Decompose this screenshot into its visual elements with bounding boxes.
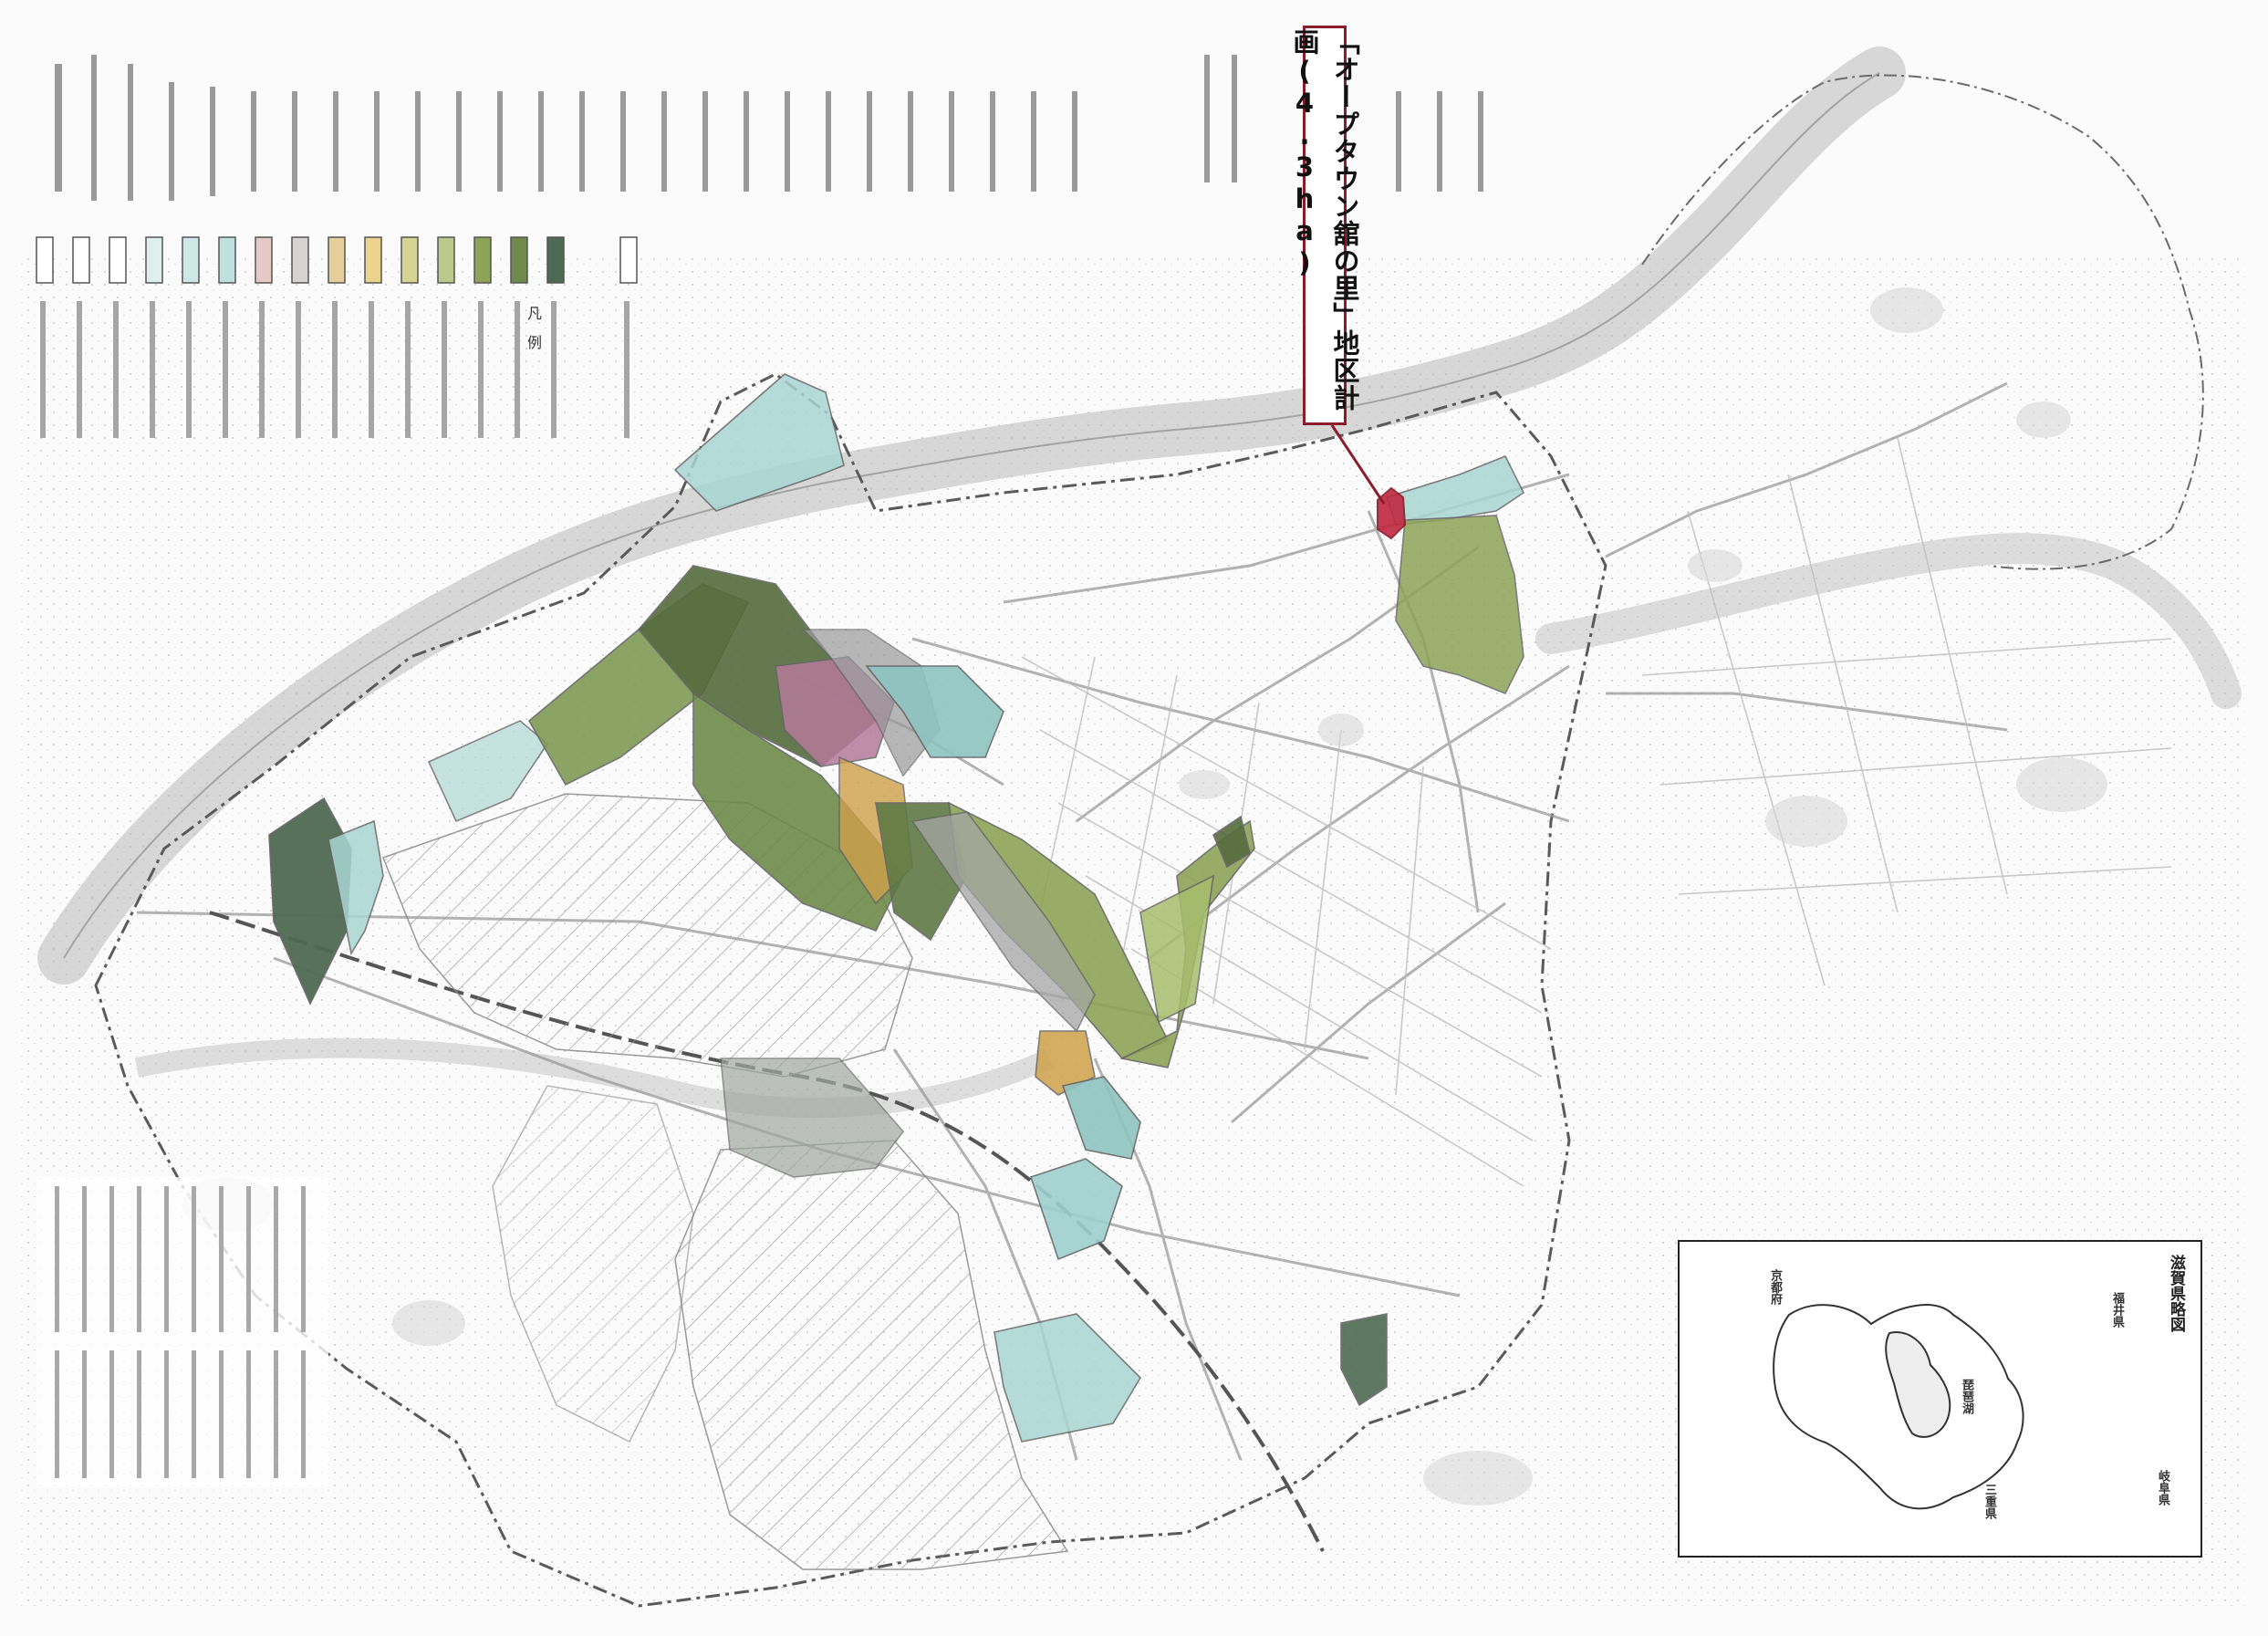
zone-general-east — [910, 811, 1096, 1033]
inset-label-kyoto: 京都府 — [1768, 1269, 1782, 1305]
inset-title: 滋賀県略図 — [2167, 1255, 2185, 1332]
zone-industrial-north — [673, 373, 845, 512]
highlight-district — [1377, 486, 1407, 540]
zone-residential-east-3 — [1139, 874, 1215, 1024]
district-callout-label: 「オープタウン舘の里」地区計画(4.3ha) — [1289, 26, 1360, 425]
zone-residential-south-dark — [1340, 1313, 1388, 1407]
legend-title: 凡 例 — [525, 306, 542, 349]
railway — [209, 911, 1325, 1552]
inset-label-lake: 琵琶湖 — [1960, 1379, 1973, 1414]
legend-label-columns — [40, 301, 629, 438]
legend-panel — [36, 55, 1483, 438]
zoning-areas — [268, 373, 1525, 1443]
inset-map: 滋賀県略図 福井県 京都府 岐阜県 三重県 琵琶湖 — [1678, 1240, 2202, 1558]
zone-industrial-south-2 — [1029, 1158, 1123, 1261]
road-network-grid — [1021, 437, 2172, 1187]
legend-text-columns — [55, 55, 1483, 201]
zone-industrial-south-3 — [994, 1313, 1142, 1443]
zone-industrial-south-1 — [1061, 1076, 1141, 1160]
hatched-area-southwest — [492, 1085, 694, 1443]
zone-residential-northeast — [1395, 515, 1524, 695]
river-east — [1535, 533, 2242, 709]
river-south — [134, 1037, 1054, 1119]
inset-label-mie: 三重県 — [1982, 1484, 1996, 1519]
legend-swatches — [36, 236, 638, 284]
city-boundary — [94, 372, 1607, 1608]
river-main-bank — [63, 72, 1880, 959]
hatched-area-south — [674, 1140, 1069, 1570]
inset-label-fukui: 福井県 — [2110, 1292, 2124, 1328]
zone-industrial-west-2 — [328, 819, 384, 956]
prefecture-outline — [1773, 1304, 2024, 1510]
northeast-boundary — [1641, 74, 2204, 570]
info-table — [36, 1177, 328, 1487]
lake-biwa — [1885, 1331, 1951, 1438]
settlements — [182, 287, 2107, 1506]
zone-industrial-west — [427, 720, 549, 823]
zone-general-south — [720, 1058, 905, 1178]
zone-industrial-center — [865, 665, 1004, 758]
inset-outline — [1773, 1304, 2024, 1510]
zone-residential-main-2 — [692, 692, 904, 933]
zone-residential-east-small — [1212, 815, 1251, 869]
callout-leader — [1330, 424, 1386, 505]
inset-label-gifu: 岐阜県 — [2156, 1470, 2169, 1506]
